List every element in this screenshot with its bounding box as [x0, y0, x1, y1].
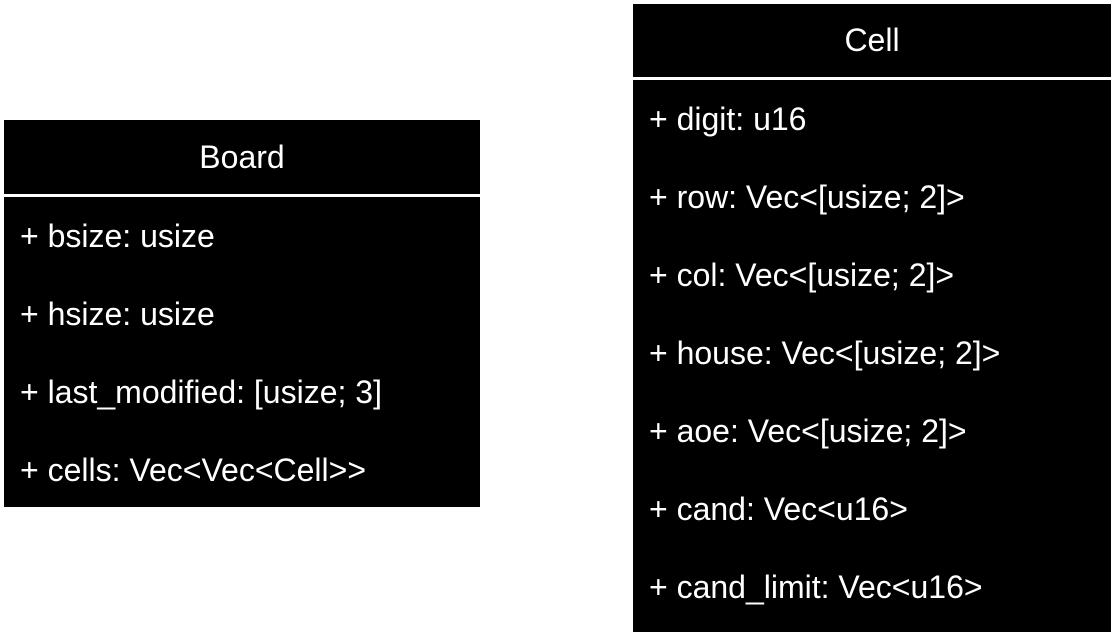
- board-attribute-cells: + cells: Vec<Vec<Cell>>: [20, 451, 366, 488]
- cell-attribute-list: + digit: u16 + row: Vec<[usize; 2]> + co…: [633, 80, 1111, 626]
- board-class-box: Board + bsize: usize + hsize: usize + la…: [4, 120, 480, 507]
- board-attribute-list: + bsize: usize + hsize: usize + last_mod…: [4, 197, 480, 509]
- board-attribute-hsize: + hsize: usize: [20, 295, 215, 332]
- cell-class-box: Cell + digit: u16 + row: Vec<[usize; 2]>…: [633, 4, 1111, 632]
- cell-attribute-aoe: + aoe: Vec<[usize; 2]>: [649, 412, 967, 449]
- cell-attribute-row: + row: Vec<[usize; 2]>: [649, 178, 965, 215]
- cell-attribute-house: + house: Vec<[usize; 2]>: [649, 334, 1001, 371]
- cell-class-name: Cell: [633, 4, 1111, 80]
- board-attribute-last-modified: + last_modified: [usize; 3]: [20, 373, 382, 410]
- board-class-name: Board: [4, 120, 480, 197]
- board-attribute-bsize: + bsize: usize: [20, 217, 215, 254]
- cell-attribute-digit: + digit: u16: [649, 100, 807, 137]
- cell-attribute-cand-limit: + cand_limit: Vec<u16>: [649, 568, 983, 605]
- cell-attribute-cand: + cand: Vec<u16>: [649, 490, 908, 527]
- cell-attribute-col: + col: Vec<[usize; 2]>: [649, 256, 955, 293]
